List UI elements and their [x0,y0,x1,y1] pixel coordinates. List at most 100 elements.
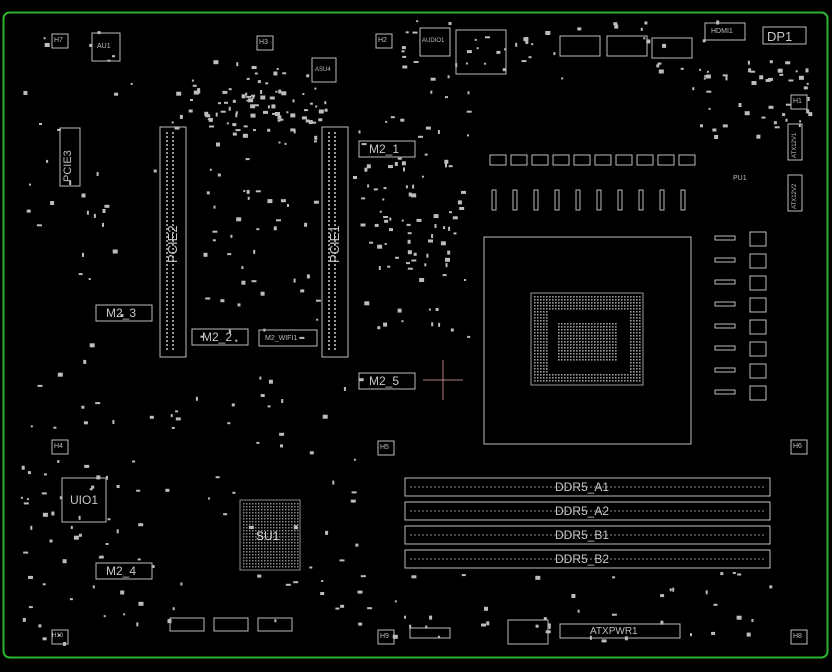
component [291,539,293,541]
component [636,329,638,331]
component [785,118,788,122]
component [591,374,593,376]
component [267,128,271,132]
component [320,592,325,595]
component [394,600,397,603]
component [437,635,440,638]
component [534,338,536,340]
component [540,326,542,328]
component [246,503,248,505]
component [243,506,245,508]
component [209,125,214,128]
component [606,296,608,298]
component [282,509,284,511]
component [276,533,278,535]
component [215,476,220,479]
component [267,527,269,529]
component [267,545,269,547]
component [537,335,539,337]
component [606,335,608,337]
component [291,554,293,556]
component [334,332,336,334]
component [252,94,255,99]
component [138,601,144,606]
atx12v1-label: ATX12V1 [792,132,798,158]
component [361,197,366,200]
component [324,101,327,105]
component [588,332,590,334]
component [570,380,572,382]
component [279,566,281,568]
component [540,356,542,358]
component [328,336,330,338]
component [165,488,170,492]
component [401,46,406,50]
component [428,308,431,311]
component [636,305,638,307]
component [546,314,548,316]
component [594,359,596,361]
h2-label: H2 [378,37,387,44]
component [597,338,599,340]
component [606,305,608,307]
component [636,296,638,298]
component [603,347,605,349]
component [579,380,581,382]
component [603,359,605,361]
component [264,509,266,511]
component [273,554,275,556]
component [294,542,296,544]
component [328,288,330,290]
component [228,106,231,111]
component [627,305,629,307]
component [543,332,545,334]
component [249,509,251,511]
component [540,329,542,331]
component [636,344,638,346]
component [591,335,593,337]
component [166,136,168,138]
component [328,184,330,186]
component [627,374,629,376]
component [543,311,545,313]
component [232,491,236,494]
component [280,444,283,448]
component [570,356,572,358]
component [285,551,287,553]
atxpwr1-box [559,623,681,639]
component [172,288,174,290]
component [328,136,330,138]
component [615,359,617,361]
component [172,184,174,186]
component [582,332,584,334]
component [249,554,251,556]
component [615,154,633,166]
component [549,299,551,301]
component [260,95,266,100]
component [612,380,614,382]
component [424,263,427,267]
component [176,91,182,96]
component [263,110,268,114]
component [624,296,626,298]
component [576,308,578,310]
component [273,536,275,538]
lan-outline [455,29,507,75]
component [353,176,357,179]
component [639,353,641,355]
component [534,371,536,373]
component [570,296,572,298]
component [558,326,560,328]
component [334,336,336,338]
component [172,136,174,138]
component [213,60,219,65]
component [166,196,168,198]
m2-wifi1-box [258,329,318,347]
component [546,335,548,337]
component [273,557,275,559]
component [630,299,632,301]
component [552,308,554,310]
component [255,554,257,556]
component [252,530,254,532]
component [636,368,638,370]
